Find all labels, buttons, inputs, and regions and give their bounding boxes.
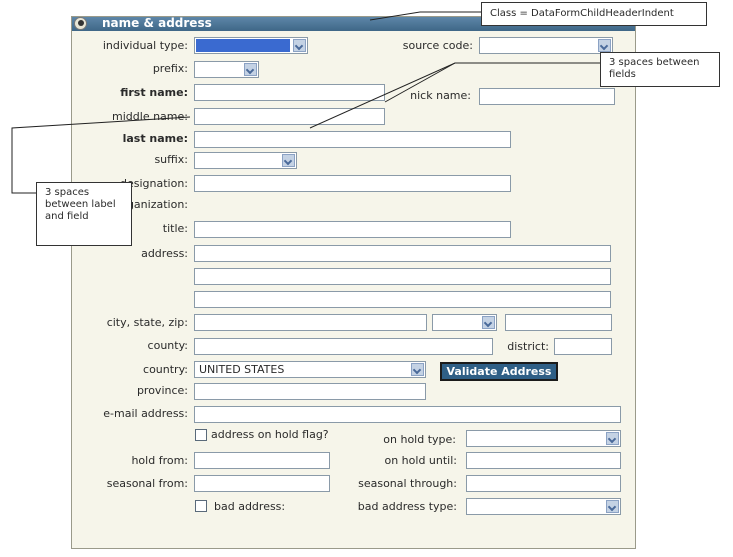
seasonal-through-label: seasonal through:	[358, 477, 457, 490]
city-state-zip-label: city, state, zip:	[106, 316, 188, 329]
chevron-down-icon[interactable]	[598, 39, 611, 52]
city-input[interactable]	[194, 314, 427, 331]
person-icon	[74, 17, 87, 30]
title-input[interactable]	[194, 221, 511, 238]
county-label: county:	[147, 339, 188, 352]
designation-label: designation:	[119, 177, 188, 190]
first-name-label: first name:	[120, 86, 188, 99]
fields-spacing-callout: 3 spaces between fields	[600, 52, 720, 87]
source-code-label: source code:	[402, 39, 473, 52]
bad-address-checkbox[interactable]	[195, 500, 207, 512]
last-name-input[interactable]	[194, 131, 511, 148]
address-on-hold-checkbox[interactable]	[195, 429, 207, 441]
seasonal-from-input[interactable]	[194, 475, 330, 492]
zip-input[interactable]	[505, 314, 612, 331]
on-hold-type-label: on hold type:	[383, 433, 456, 446]
middle-name-label: middle name:	[112, 110, 188, 123]
on-hold-type-select[interactable]	[466, 430, 621, 447]
title-label: title:	[162, 222, 188, 235]
bad-address-type-label: bad address type:	[357, 500, 457, 513]
organization-label: organization:	[115, 198, 188, 211]
state-select[interactable]	[432, 314, 497, 331]
nick-name-label: nick name:	[410, 89, 471, 102]
nick-name-input[interactable]	[479, 88, 615, 105]
country-select[interactable]: UNITED STATES	[194, 361, 426, 378]
selected-highlight	[196, 39, 290, 52]
bad-address-label: bad address:	[214, 500, 286, 513]
suffix-label: suffix:	[154, 153, 188, 166]
address-line-3-input[interactable]	[194, 291, 611, 308]
seasonal-from-label: seasonal from:	[106, 477, 188, 490]
prefix-label: prefix:	[152, 62, 188, 75]
province-label: province:	[136, 384, 188, 397]
class-callout-line	[369, 11, 481, 21]
hold-from-input[interactable]	[194, 452, 330, 469]
validate-address-button[interactable]: Validate Address	[440, 362, 558, 381]
last-name-label: last name:	[122, 132, 188, 145]
chevron-down-icon[interactable]	[482, 316, 495, 329]
first-name-input[interactable]	[194, 84, 385, 101]
hold-from-label: hold from:	[131, 454, 188, 467]
country-value: UNITED STATES	[199, 363, 285, 376]
label-spacing-callout: 3 spaces between label and field	[36, 182, 132, 246]
chevron-down-icon[interactable]	[282, 154, 295, 167]
fields-callout-line	[309, 62, 600, 129]
label-callout-line	[11, 116, 191, 194]
district-input[interactable]	[554, 338, 612, 355]
district-label: district:	[507, 340, 549, 353]
individual-type-label: individual type:	[102, 39, 188, 52]
bad-address-type-select[interactable]	[466, 498, 621, 515]
address-line-1-input[interactable]	[194, 245, 611, 262]
chevron-down-icon[interactable]	[606, 500, 619, 513]
prefix-select[interactable]	[194, 61, 259, 78]
chevron-down-icon[interactable]	[293, 39, 306, 52]
middle-name-input[interactable]	[194, 108, 385, 125]
class-callout: Class = DataFormChildHeaderIndent	[481, 2, 707, 26]
province-input[interactable]	[194, 383, 426, 400]
chevron-down-icon[interactable]	[244, 63, 257, 76]
address-line-2-input[interactable]	[194, 268, 611, 285]
county-input[interactable]	[194, 338, 493, 355]
suffix-select[interactable]	[194, 152, 297, 169]
email-input[interactable]	[194, 406, 621, 423]
seasonal-through-input[interactable]	[466, 475, 621, 492]
address-on-hold-label: address on hold flag?	[211, 428, 329, 441]
on-hold-until-label: on hold until:	[384, 454, 457, 467]
form-header-title: name & address	[102, 16, 212, 30]
designation-input[interactable]	[194, 175, 511, 192]
chevron-down-icon[interactable]	[606, 432, 619, 445]
on-hold-until-input[interactable]	[466, 452, 621, 469]
address-label: address:	[141, 247, 188, 260]
fields-callout-line-2	[384, 62, 456, 103]
email-label: e-mail address:	[103, 407, 188, 420]
source-code-select[interactable]	[479, 37, 613, 54]
country-label: country:	[143, 363, 188, 376]
chevron-down-icon[interactable]	[411, 363, 424, 376]
individual-type-select[interactable]	[194, 37, 308, 54]
